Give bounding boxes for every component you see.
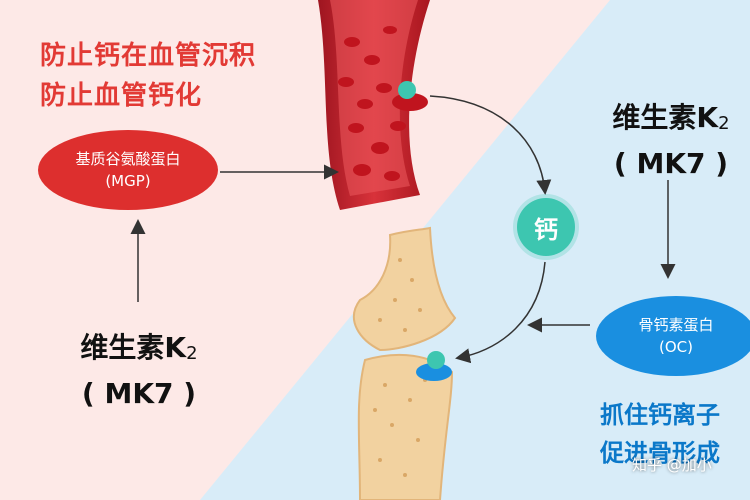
- prevent-calcification-heading: 防止钙在血管沉积 防止血管钙化: [40, 36, 256, 116]
- oc-node: 骨钙素蛋白 (OC): [596, 296, 750, 376]
- bone-heading-line-1: 抓住钙离子: [600, 401, 720, 429]
- k2-left-subscript: 2: [186, 343, 198, 364]
- mgp-node: 基质谷氨酸蛋白 (MGP): [38, 130, 218, 210]
- mgp-abbrev: (MGP): [105, 172, 151, 190]
- k2-left-name: 维生素K: [80, 331, 187, 364]
- k2-right-subscript: 2: [718, 113, 730, 134]
- k2-right-name: 维生素K: [612, 101, 719, 134]
- watermark-text: 知乎 @加小: [632, 456, 712, 474]
- arrow-vessel-to-calcium: [429, 95, 552, 195]
- blood-vessel-illustration: [318, 0, 430, 210]
- k2-right-code: ( MK7 ): [613, 147, 729, 180]
- mgp-label: 基质谷氨酸蛋白: [75, 150, 181, 168]
- heading-line-2: 防止血管钙化: [40, 81, 203, 111]
- k2-left-code: ( MK7 ): [81, 377, 197, 410]
- vitamin-k2-left: 维生素K2 ( MK7 ): [64, 328, 214, 414]
- arrow-calcium-to-bone: [455, 261, 546, 364]
- heading-line-1: 防止钙在血管沉积: [40, 41, 257, 71]
- bone-formation-heading: 抓住钙离子 促进骨形成: [600, 396, 720, 472]
- blue-region: [200, 0, 750, 500]
- vitamin-k2-right: 维生素K2 ( MK7 ): [596, 98, 746, 184]
- bone-heading-line-2: 促进骨形成: [600, 439, 720, 467]
- bone-joint-illustration: [353, 226, 457, 500]
- oc-abbrev: (OC): [659, 338, 693, 356]
- calcium-node: 钙: [517, 198, 575, 256]
- oc-label: 骨钙素蛋白: [638, 316, 714, 334]
